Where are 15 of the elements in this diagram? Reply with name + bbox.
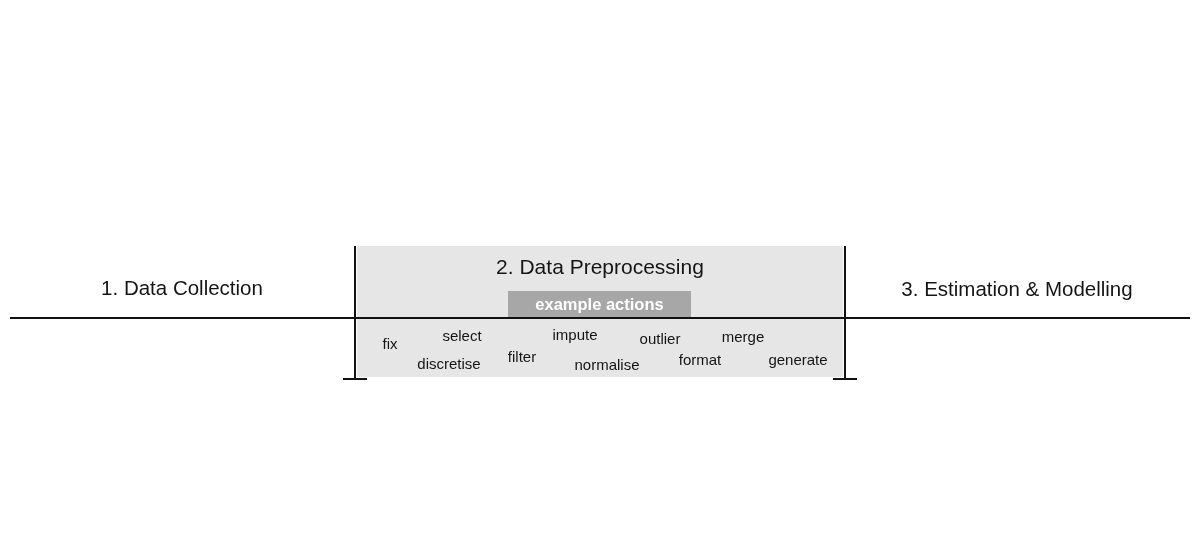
action-word: merge <box>721 328 765 346</box>
action-word: normalise <box>574 356 640 374</box>
panel-title: 2. Data Preprocessing <box>495 255 705 279</box>
action-word: format <box>678 351 722 369</box>
section-banner: example actions <box>508 291 691 317</box>
action-word: generate <box>768 351 828 369</box>
action-word: fix <box>382 335 398 353</box>
phase-label: 3. Estimation & Modelling <box>878 275 1156 303</box>
action-word: outlier <box>639 330 681 348</box>
action-word: select <box>442 327 482 345</box>
phase-label: 1. Data Collection <box>60 274 304 302</box>
phase-panel <box>357 246 843 377</box>
action-word: discretise <box>417 355 481 373</box>
action-word: filter <box>507 348 537 366</box>
action-word: impute <box>552 326 598 344</box>
